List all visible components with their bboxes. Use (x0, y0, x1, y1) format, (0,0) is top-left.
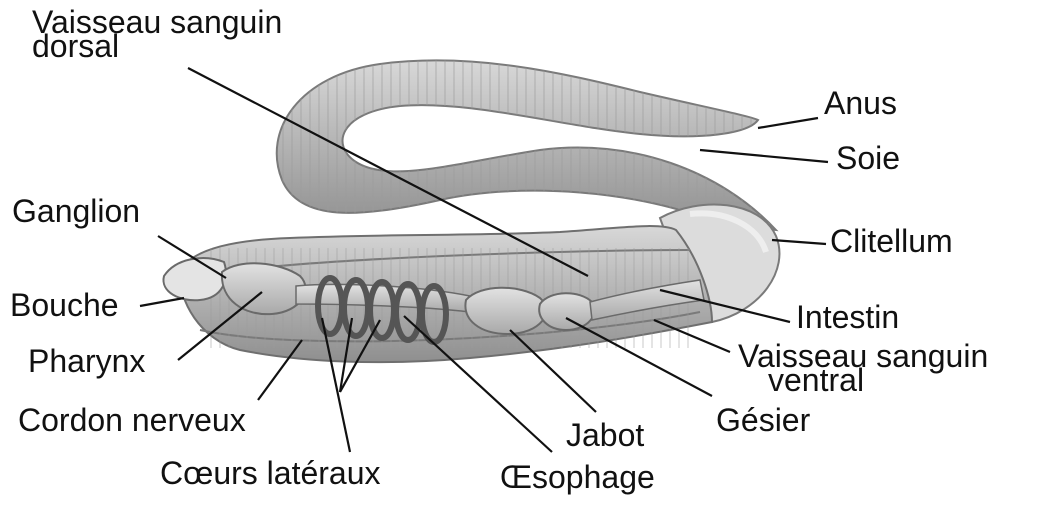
worm-head (163, 258, 225, 300)
label-vaisseau-sanguin-ventral: Vaisseau sanguin ventral (738, 344, 988, 392)
label-jabot: Jabot (566, 420, 644, 450)
label-oesophage: Œsophage (500, 462, 655, 492)
label-vaisseau-sanguin-dorsal: Vaisseau sanguin dorsal (32, 10, 282, 58)
label-intestin: Intestin (796, 302, 899, 332)
leader-soie (700, 150, 828, 162)
label-ganglion: Ganglion (12, 196, 140, 226)
label-coeurs-lateraux: Cœurs latéraux (160, 458, 381, 488)
label-anus: Anus (824, 88, 897, 118)
label-pharynx: Pharynx (28, 346, 145, 376)
label-bouche: Bouche (10, 290, 119, 320)
leader-bouche (140, 298, 184, 306)
jabot-organ (465, 288, 546, 334)
label-gesier: Gésier (716, 405, 810, 435)
label-cordon-nerveux: Cordon nerveux (18, 405, 246, 435)
gesier-organ (539, 293, 594, 330)
label-clitellum: Clitellum (830, 226, 953, 256)
label-soie: Soie (836, 143, 900, 173)
leader-clitellum (772, 240, 826, 244)
leader-anus (758, 118, 818, 128)
